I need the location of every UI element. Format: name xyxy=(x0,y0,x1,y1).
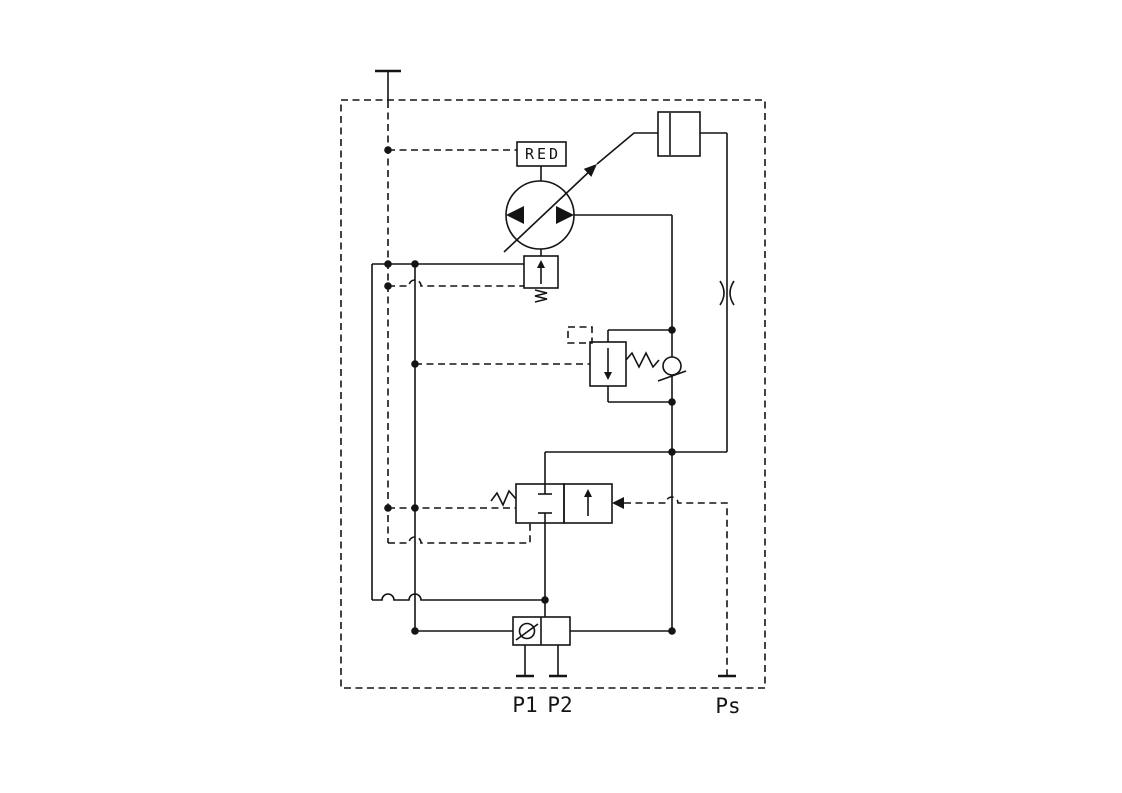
pilot-box-icon xyxy=(567,326,593,344)
arrowhead-icon xyxy=(584,489,592,497)
pilot-arrow-icon xyxy=(612,497,624,509)
port-ps: Ps xyxy=(715,674,741,718)
pilot-drain-lines xyxy=(387,101,728,676)
variable-displacement-pump xyxy=(505,180,575,250)
fixed-orifice xyxy=(719,280,735,306)
two-position-pilot-valve xyxy=(490,483,624,524)
arrowhead-icon xyxy=(604,372,612,380)
displacement-tag-red: RED xyxy=(516,141,567,167)
pressure-compensator-valve xyxy=(523,255,559,303)
spring-icon xyxy=(490,489,517,507)
pilot-relief-valve xyxy=(567,326,660,387)
check-valve xyxy=(657,356,687,382)
inline-check-valve xyxy=(512,616,571,646)
port-p2-label: P2 xyxy=(547,693,572,717)
tank-port-symbol xyxy=(375,69,401,101)
enclosure-boundary xyxy=(340,99,766,689)
spring-icon xyxy=(625,351,660,369)
pump-flow-triangle-right-icon xyxy=(556,206,574,224)
swashplate-arrow xyxy=(503,132,658,253)
junction-dots xyxy=(384,146,676,635)
pump-flow-triangle-left-icon xyxy=(506,206,524,224)
red-tag-label: RED xyxy=(525,145,561,163)
arrowhead-icon xyxy=(583,164,597,177)
arrowhead-icon xyxy=(537,260,545,268)
port-p2: P2 xyxy=(547,645,573,717)
port-p1: P1 xyxy=(512,645,538,717)
spring-icon xyxy=(534,289,548,303)
stroking-cylinder xyxy=(657,111,701,157)
port-ps-label: Ps xyxy=(715,694,740,718)
port-p1-label: P1 xyxy=(512,693,537,717)
main-lines xyxy=(371,132,728,632)
